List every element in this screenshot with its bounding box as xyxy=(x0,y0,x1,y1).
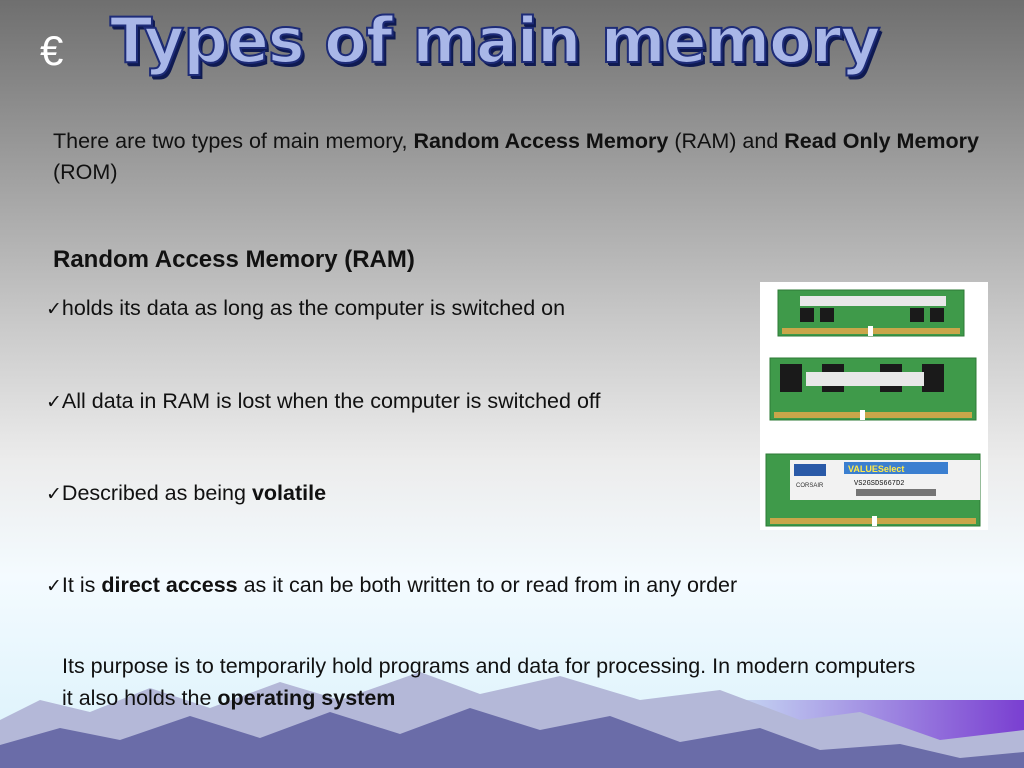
check-icon: ✓ xyxy=(46,298,62,320)
bullet-text-after: as it can be both written to or read fro… xyxy=(237,573,738,597)
front-mountains xyxy=(0,708,1024,768)
bullet-bold-term: direct access xyxy=(101,573,238,597)
intro-suffix: (ROM) xyxy=(53,160,118,184)
intro-prefix: There are two types of main memory, xyxy=(53,129,414,153)
check-icon: ✓ xyxy=(46,483,62,505)
purpose-bold-term: operating system xyxy=(217,686,396,710)
purpose-paragraph: Its purpose is to temporarily hold progr… xyxy=(62,650,922,714)
ram-module-3: CORSAIR VALUESelect VS2GSDS667D2 xyxy=(765,453,981,527)
intro-rom-term: Read Only Memory xyxy=(784,129,979,153)
check-icon: ✓ xyxy=(46,391,62,413)
intro-ram-term: Random Access Memory xyxy=(413,129,669,153)
ram-model-text: VS2GSDS667D2 xyxy=(854,480,904,488)
bullet-text: It is xyxy=(61,573,102,597)
bullet-direct-access: ✓It is direct access as it can be both w… xyxy=(46,573,737,598)
bullet-text: Described as being xyxy=(61,481,252,505)
ram-subheading: Random Access Memory (RAM) xyxy=(53,246,415,273)
slide-title: Types of main memory xyxy=(109,4,882,77)
bullet-text: holds its data as long as the computer i… xyxy=(61,296,566,320)
bullet-bold-term: volatile xyxy=(251,481,327,505)
intro-middle: (RAM) and xyxy=(668,129,785,153)
bullet-data-lost: ✓All data in RAM is lost when the comput… xyxy=(46,389,600,414)
ram-modules-image: CORSAIR VALUESelect VS2GSDS667D2 xyxy=(760,282,988,530)
purpose-text: Its purpose is to temporarily hold progr… xyxy=(62,654,916,710)
ram-module-1 xyxy=(777,289,965,337)
bullet-text: All data in RAM is lost when the compute… xyxy=(61,389,601,413)
bullet-volatile: ✓Described as being volatile xyxy=(46,481,326,506)
ram-module-2 xyxy=(769,357,977,421)
bullet-data-retained: ✓holds its data as long as the computer … xyxy=(46,296,565,321)
ram-brand-text: CORSAIR xyxy=(796,483,824,489)
bullet-symbol: € xyxy=(40,27,64,74)
ram-label-text: VALUESelect xyxy=(848,464,904,474)
ram-modules-illustration: CORSAIR VALUESelect VS2GSDS667D2 xyxy=(765,289,981,527)
intro-paragraph: There are two types of main memory, Rand… xyxy=(53,126,1003,188)
check-icon: ✓ xyxy=(46,575,62,597)
